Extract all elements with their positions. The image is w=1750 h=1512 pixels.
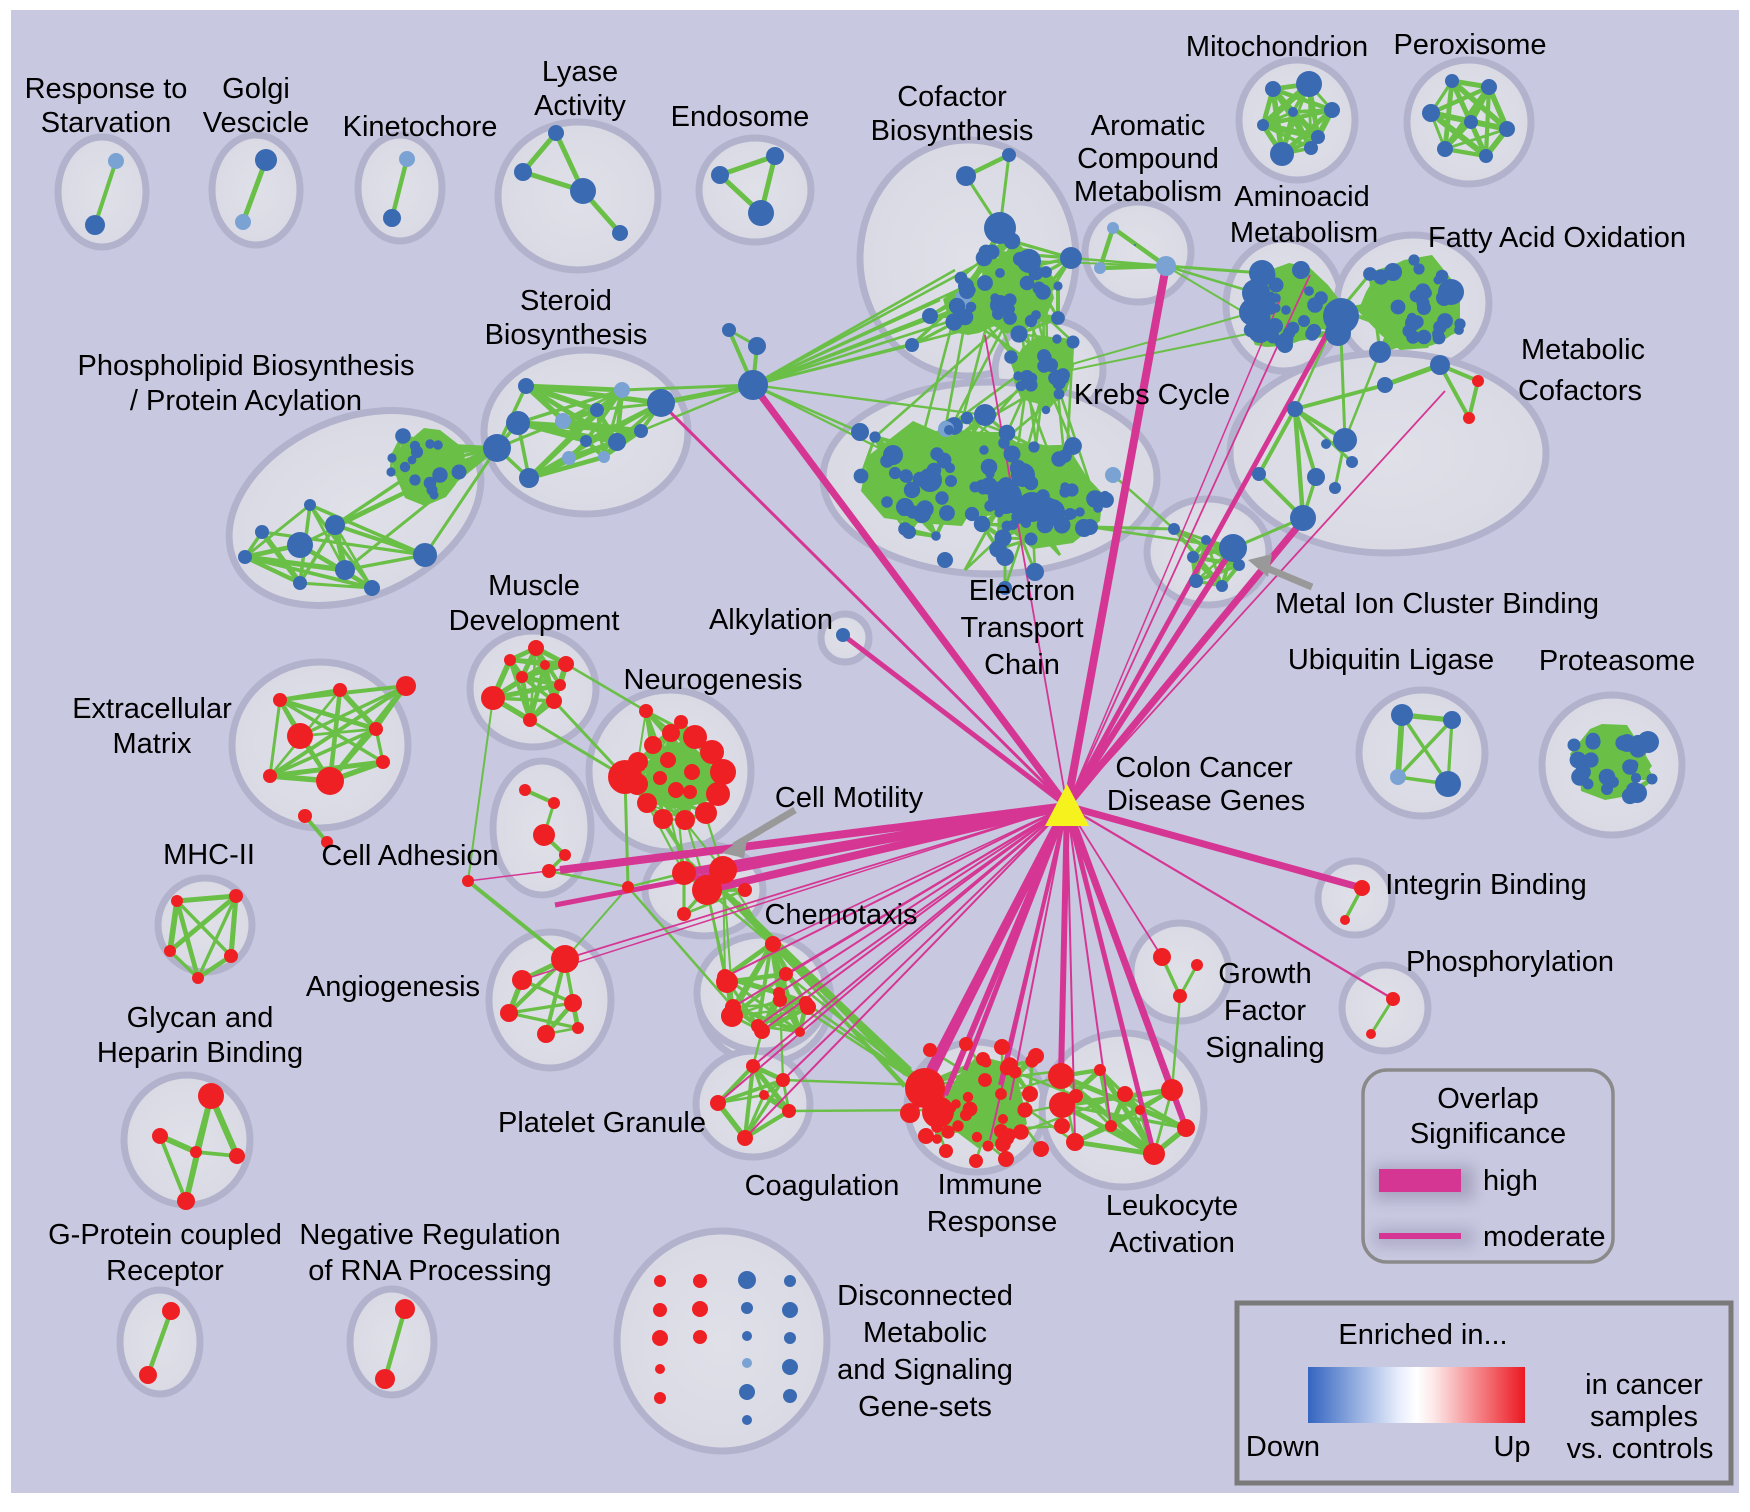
svg-text:Gene-sets: Gene-sets <box>858 1391 992 1423</box>
svg-text:Coagulation: Coagulation <box>745 1170 900 1202</box>
svg-text:Starvation: Starvation <box>41 107 172 139</box>
svg-text:Integrin Binding: Integrin Binding <box>1385 869 1587 901</box>
svg-text:Colon Cancer: Colon Cancer <box>1115 752 1293 784</box>
svg-text:Down: Down <box>1246 1431 1320 1463</box>
svg-text:G-Protein coupled: G-Protein coupled <box>48 1219 282 1251</box>
svg-text:Receptor: Receptor <box>106 1255 224 1287</box>
svg-text:Chain: Chain <box>984 649 1060 681</box>
svg-text:Platelet Granule: Platelet Granule <box>498 1107 706 1139</box>
svg-text:of RNA Processing: of RNA Processing <box>308 1255 551 1287</box>
svg-text:Kinetochore: Kinetochore <box>343 111 498 143</box>
svg-text:Extracellular: Extracellular <box>72 693 232 725</box>
svg-text:Alkylation: Alkylation <box>709 604 833 636</box>
svg-text:Matrix: Matrix <box>113 728 192 760</box>
svg-text:Development: Development <box>449 605 620 637</box>
svg-text:Factor: Factor <box>1224 995 1307 1027</box>
svg-text:Transport: Transport <box>960 612 1083 644</box>
svg-text:Phospholipid Biosynthesis: Phospholipid Biosynthesis <box>78 350 415 382</box>
svg-text:moderate: moderate <box>1483 1221 1606 1253</box>
svg-text:Angiogenesis: Angiogenesis <box>306 971 480 1003</box>
svg-text:in cancer: in cancer <box>1585 1369 1703 1401</box>
svg-text:Response: Response <box>927 1206 1058 1238</box>
svg-text:Golgi: Golgi <box>222 73 290 105</box>
svg-text:Peroxisome: Peroxisome <box>1393 29 1546 61</box>
svg-text:Leukocyte: Leukocyte <box>1106 1190 1238 1222</box>
svg-text:Muscle: Muscle <box>488 570 580 602</box>
svg-text:Aminoacid: Aminoacid <box>1234 181 1369 213</box>
svg-text:Biosynthesis: Biosynthesis <box>485 319 648 351</box>
svg-text:Metabolism: Metabolism <box>1230 217 1378 249</box>
svg-text:Enriched in...: Enriched in... <box>1338 1319 1507 1351</box>
svg-text:MHC-II: MHC-II <box>163 839 255 871</box>
svg-text:samples: samples <box>1590 1401 1698 1433</box>
svg-text:Overlap: Overlap <box>1437 1083 1539 1115</box>
svg-text:vs. controls: vs. controls <box>1567 1433 1714 1465</box>
svg-text:Fatty Acid Oxidation: Fatty Acid Oxidation <box>1428 222 1686 254</box>
svg-text:Significance: Significance <box>1410 1118 1566 1150</box>
svg-text:Signaling: Signaling <box>1205 1032 1324 1064</box>
svg-text:Proteasome: Proteasome <box>1539 645 1695 677</box>
svg-text:Biosynthesis: Biosynthesis <box>871 115 1034 147</box>
svg-text:high: high <box>1483 1165 1538 1197</box>
svg-text:Cofactor: Cofactor <box>897 81 1007 113</box>
svg-text:Activity: Activity <box>534 90 626 122</box>
svg-text:Lyase: Lyase <box>542 56 618 88</box>
svg-text:Heparin Binding: Heparin Binding <box>97 1037 303 1069</box>
svg-text:Glycan and: Glycan and <box>127 1002 274 1034</box>
svg-text:Aromatic: Aromatic <box>1091 110 1205 142</box>
svg-text:Metabolic: Metabolic <box>1521 334 1645 366</box>
svg-text:Disconnected: Disconnected <box>837 1280 1013 1312</box>
svg-text:Metal Ion Cluster Binding: Metal Ion Cluster Binding <box>1275 588 1599 620</box>
svg-text:Cell Adhesion: Cell Adhesion <box>321 840 498 872</box>
svg-text:Neurogenesis: Neurogenesis <box>624 664 803 696</box>
svg-text:Mitochondrion: Mitochondrion <box>1186 31 1368 63</box>
svg-text:and Signaling: and Signaling <box>837 1354 1013 1386</box>
svg-text:Ubiquitin Ligase: Ubiquitin Ligase <box>1288 644 1494 676</box>
svg-text:Negative Regulation: Negative Regulation <box>299 1219 560 1251</box>
svg-text:Vescicle: Vescicle <box>203 107 309 139</box>
svg-text:Activation: Activation <box>1109 1227 1235 1259</box>
svg-text:Cell Motility: Cell Motility <box>775 782 924 814</box>
svg-text:Cofactors: Cofactors <box>1518 375 1642 407</box>
svg-text:/ Protein Acylation: / Protein Acylation <box>130 385 362 417</box>
svg-text:Disease Genes: Disease Genes <box>1107 785 1305 817</box>
svg-text:Endosome: Endosome <box>671 101 810 133</box>
svg-text:Steroid: Steroid <box>520 285 612 317</box>
svg-text:Chemotaxis: Chemotaxis <box>764 899 917 931</box>
svg-text:Phosphorylation: Phosphorylation <box>1406 946 1614 978</box>
svg-text:Metabolism: Metabolism <box>1074 176 1222 208</box>
svg-text:Response to: Response to <box>25 73 188 105</box>
svg-text:Krebs Cycle: Krebs Cycle <box>1074 379 1230 411</box>
svg-text:Up: Up <box>1493 1431 1530 1463</box>
svg-text:Electron: Electron <box>969 575 1075 607</box>
svg-text:Immune: Immune <box>938 1169 1043 1201</box>
svg-text:Compound: Compound <box>1077 143 1219 175</box>
svg-text:Growth: Growth <box>1218 958 1311 990</box>
svg-text:Metabolic: Metabolic <box>863 1317 987 1349</box>
